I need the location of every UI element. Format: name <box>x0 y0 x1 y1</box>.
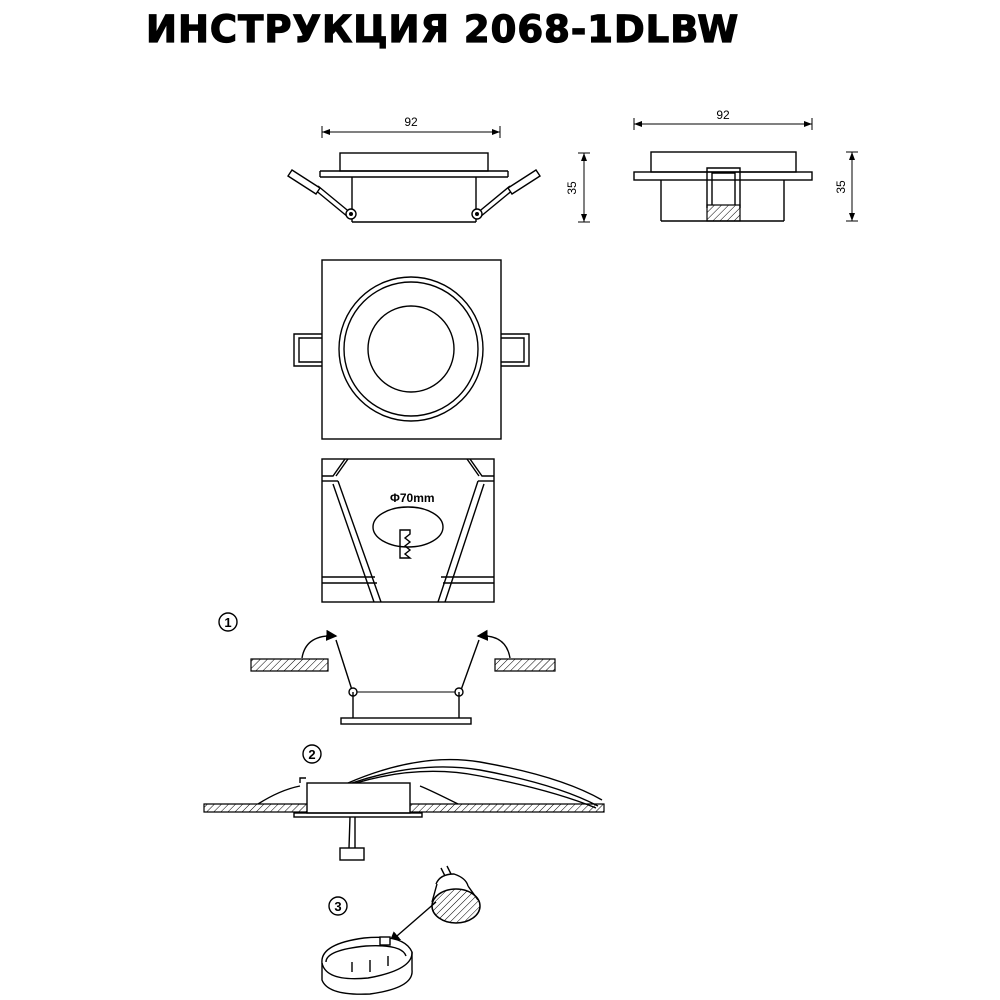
saw-icon <box>399 529 412 559</box>
spring-clip-left <box>287 169 357 220</box>
ceiling-cutout: Φ70mm <box>321 458 495 603</box>
front-height-label: 35 <box>834 180 848 194</box>
top-view <box>293 259 530 440</box>
step-2: 2 <box>203 744 605 861</box>
step-1: 1 <box>218 612 556 725</box>
cutout-diameter-label: Φ70mm <box>390 491 435 505</box>
step-1-number: 1 <box>224 615 231 630</box>
halogen-bulb-icon <box>431 865 481 924</box>
front-width-label: 92 <box>716 108 730 122</box>
front-view: 92 35 <box>633 108 858 222</box>
side-width-label: 92 <box>404 115 418 129</box>
step-3-number: 3 <box>334 899 341 914</box>
front-height-dimension: 35 <box>834 151 858 222</box>
side-view: 92 35 <box>287 115 590 223</box>
page-title: ИНСТРУКЦИЯ 2068-1DLBW <box>145 7 740 51</box>
side-width-dimension: 92 <box>321 115 501 138</box>
spring-clip-right <box>471 169 541 220</box>
step-3: 3 <box>321 865 481 995</box>
side-height-dimension: 35 <box>565 152 590 223</box>
step-2-number: 2 <box>308 747 315 762</box>
front-width-dimension: 92 <box>633 108 813 130</box>
terminal-block <box>706 167 741 222</box>
side-height-label: 35 <box>565 181 579 195</box>
cutout-hole <box>372 506 444 548</box>
lamp-holder-ring <box>321 936 413 995</box>
